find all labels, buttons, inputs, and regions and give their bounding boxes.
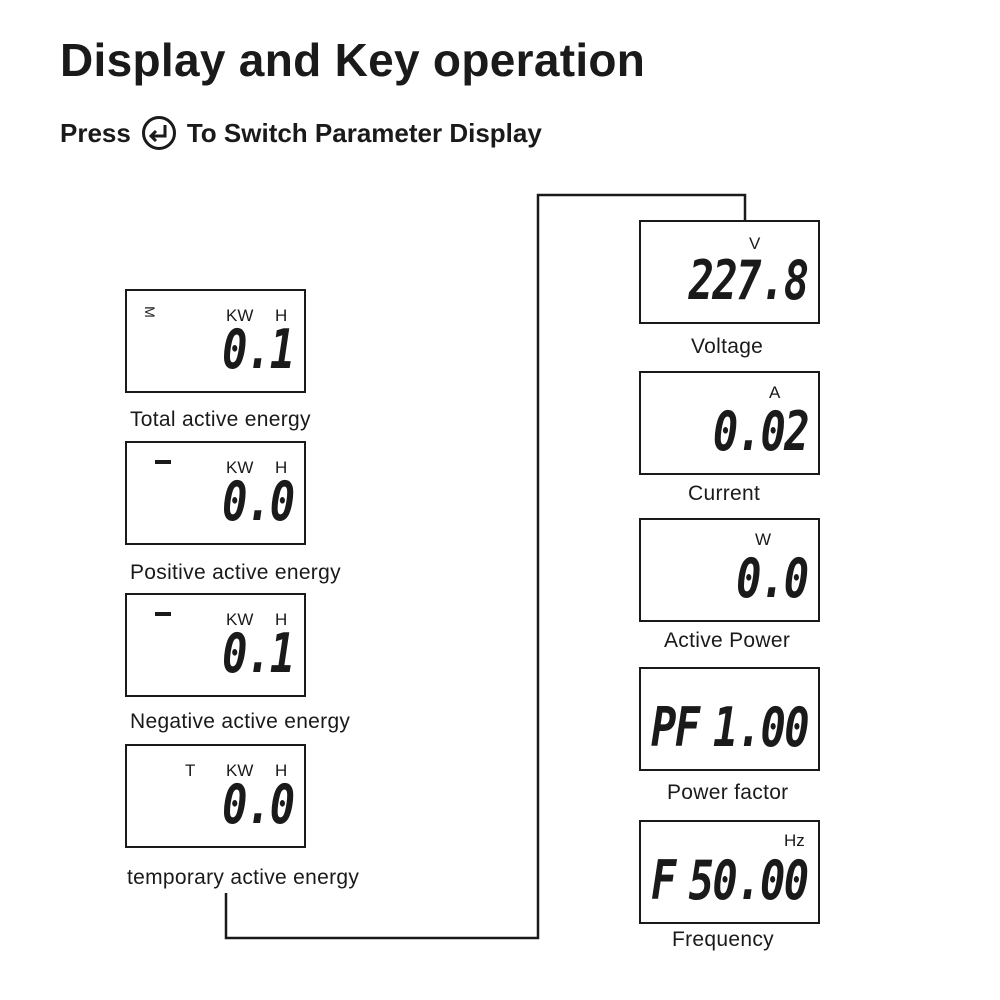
lcd-negative-active-energy: KW H 0.1 — [125, 593, 306, 697]
lcd-frequency: Hz F 50.00 — [639, 820, 820, 924]
bar-indicator — [155, 460, 171, 464]
unit-kw: KW — [226, 458, 254, 477]
unit-v: V — [749, 234, 761, 253]
lcd-total-active-energy: M KW H 0.1 — [125, 289, 306, 393]
unit-kw: KW — [226, 610, 254, 629]
unit-h: H — [275, 458, 288, 477]
lcd-power-factor: PF 1.00 — [639, 667, 820, 771]
t-indicator: T — [185, 761, 196, 780]
lcd-value: 1.00 — [712, 696, 810, 759]
caption-current: Current — [688, 482, 761, 505]
lcd-value: 0.1 — [222, 318, 296, 381]
caption-negative-active-energy: Negative active energy — [130, 710, 351, 733]
lcd-active-power: W 0.0 — [639, 518, 820, 622]
unit-w: W — [755, 530, 772, 549]
enter-key-icon — [141, 115, 177, 151]
lcd-value: 0.1 — [222, 622, 296, 685]
lcd-prefix-pf: PF — [651, 696, 700, 759]
caption-power-factor: Power factor — [667, 781, 789, 804]
unit-hz: Hz — [784, 831, 805, 850]
subtitle-press: Press — [60, 117, 131, 148]
unit-kw: KW — [226, 306, 254, 325]
unit-kw: KW — [226, 761, 254, 780]
lcd-temporary-active-energy: T KW H 0.0 — [125, 744, 306, 848]
lcd-positive-active-energy: KW H 0.0 — [125, 441, 306, 545]
lcd-value: 0.0 — [222, 470, 296, 533]
caption-temporary-active-energy: temporary active energy — [127, 866, 360, 889]
lcd-current: A 0.02 — [639, 371, 820, 475]
bar-indicator — [155, 612, 171, 616]
caption-voltage: Voltage — [691, 335, 764, 358]
lcd-value: 0.0 — [736, 547, 810, 610]
unit-h: H — [275, 610, 288, 629]
lcd-value: 50.00 — [689, 849, 810, 912]
subtitle-action: To Switch Parameter Display — [186, 117, 542, 148]
lcd-prefix-f: F — [651, 849, 676, 912]
caption-positive-active-energy: Positive active energy — [130, 561, 341, 584]
page-title: Display and Key operation — [60, 34, 646, 86]
lcd-value: 0.02 — [712, 400, 810, 463]
unit-h: H — [275, 306, 288, 325]
caption-active-power: Active Power — [664, 629, 791, 652]
unit-h: H — [275, 761, 288, 780]
caption-total-active-energy: Total active energy — [130, 408, 311, 431]
m-indicator: M — [141, 306, 158, 318]
lcd-voltage: V 227.8 — [639, 220, 820, 324]
unit-a: A — [769, 383, 781, 402]
caption-frequency: Frequency — [672, 928, 774, 951]
lcd-value: 0.0 — [222, 773, 296, 836]
subtitle: Press To Switch Parameter Display — [60, 114, 542, 152]
lcd-value: 227.8 — [689, 249, 810, 312]
